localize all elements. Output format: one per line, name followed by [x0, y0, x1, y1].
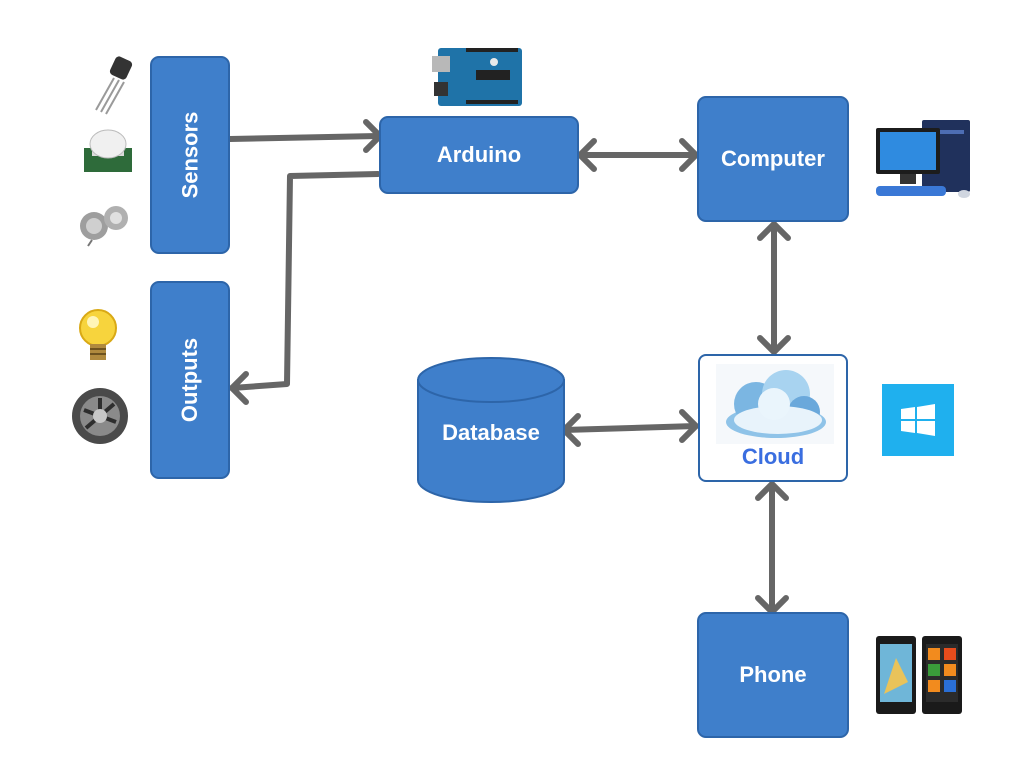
- phone-label: Phone: [739, 662, 807, 687]
- database-label: Database: [442, 420, 540, 445]
- outputs-label: Outputs: [177, 337, 203, 423]
- arduino-to-outputs-arrowhead: [229, 371, 249, 405]
- cloud-label: Cloud: [741, 444, 805, 469]
- temperature-sensor-icon: [95, 56, 133, 115]
- sensors-to-arduino-arrow: [227, 133, 381, 142]
- sensors-box: Sensors: [150, 56, 230, 254]
- cloud-phone-arrowhead-top: [755, 481, 789, 501]
- arduino-computer-arrowhead-right: [679, 138, 699, 172]
- cloud-box: Cloud: [698, 354, 848, 482]
- gas-sensor-icon: [80, 206, 128, 247]
- arduino-label: Arduino: [436, 142, 522, 167]
- arduino-to-outputs-arrow: [229, 171, 381, 391]
- database-cloud-arrow: [561, 423, 699, 433]
- windows-logo-icon: [882, 384, 954, 456]
- database-cloud-arrowhead-right: [679, 409, 699, 443]
- computer-box: Computer: [697, 96, 849, 222]
- arduino-board-icon: [432, 48, 522, 106]
- light-bulb-icon: [79, 309, 117, 360]
- computer-cloud-arrowhead-bottom: [757, 335, 791, 355]
- desktop-computer-icon: [876, 120, 970, 198]
- pir-motion-sensor-icon: [84, 129, 132, 172]
- arduino-box: Arduino: [379, 116, 579, 194]
- outputs-box: Outputs: [150, 281, 230, 479]
- arduino-computer-arrowhead-left: [577, 138, 597, 172]
- cooling-fan-icon: [72, 388, 128, 444]
- cloud-icon: [716, 364, 834, 444]
- smartphones-icon: [876, 636, 962, 714]
- phone-box: Phone: [697, 612, 849, 738]
- computer-label: Computer: [721, 146, 825, 171]
- computer-cloud-arrowhead-top: [757, 221, 791, 241]
- sensors-label: Sensors: [177, 111, 203, 199]
- database-cylinder: [417, 357, 565, 503]
